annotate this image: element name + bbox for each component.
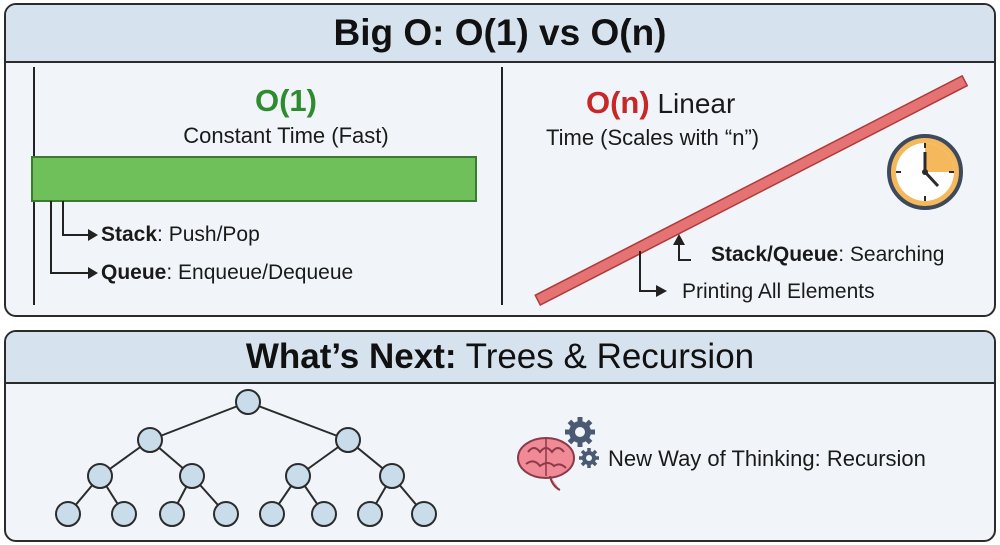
o1-item-queue-bold: Queue: [101, 261, 167, 284]
on-item-searching-rest: : Searching: [838, 243, 945, 266]
on-heading-wrap: O(n) Linear: [586, 85, 735, 121]
linear-time-line: [534, 74, 969, 307]
brain-icon: [517, 437, 575, 491]
arrow-head-searching: [673, 234, 685, 245]
whats-next-header: What’s Next: Trees & Recursion: [6, 332, 994, 384]
gear-icon-small: [579, 448, 599, 468]
whats-next-panel: What’s Next: Trees & Recursion: [4, 330, 996, 542]
o1-heading: O(1): [255, 83, 317, 118]
tree-node: [179, 463, 205, 489]
gear-icon: [565, 417, 595, 447]
recursion-label-wrap: New Way of Thinking: Recursion: [608, 446, 926, 472]
on-item-searching-bold: Stack/Queue: [711, 243, 839, 266]
tree-node: [111, 501, 137, 527]
o1-item-queue: Queue: Enqueue/Dequeue: [101, 261, 353, 285]
big-o-panel: Big O: O(1) vs O(n): [4, 3, 996, 317]
tree-node: [87, 463, 113, 489]
tree-node: [137, 427, 163, 453]
whats-next-graphics: [55, 389, 599, 527]
arrow-head-printing: [656, 285, 667, 297]
tree-node: [379, 463, 405, 489]
on-subtitle: Time (Scales with “n”): [546, 125, 760, 150]
tree-node: [285, 463, 311, 489]
tree-node: [213, 501, 239, 527]
o1-item-queue-rest: : Enqueue/Dequeue: [166, 261, 354, 284]
tree-node: [311, 501, 337, 527]
big-o-graphics: [31, 67, 969, 307]
o1-item-stack: Stack: Push/Pop: [101, 223, 260, 247]
on-heading: O(n): [586, 85, 650, 120]
tree-node: [411, 501, 437, 527]
on-item-searching: Stack/Queue: Searching: [711, 243, 944, 267]
o1-connector-lines: [50, 201, 88, 274]
recursion-label: New Way of Thinking: Recursion: [608, 446, 926, 471]
tree-node: [235, 389, 261, 415]
whats-next-title-bold: What’s Next:: [245, 337, 457, 376]
tree-node: [335, 427, 361, 453]
o1-heading-wrap: O(1): [186, 83, 386, 119]
o1-subtitle: Constant Time (Fast): [183, 123, 389, 148]
o1-item-stack-bold: Stack: [101, 223, 158, 246]
on-item-printing-text: Printing All Elements: [682, 280, 875, 303]
whats-next-title: What’s Next: Trees & Recursion: [246, 337, 754, 376]
arrow-head-queue: [88, 267, 98, 279]
on-heading-suffix: Linear: [649, 88, 736, 119]
o1-item-stack-rest: : Push/Pop: [157, 223, 260, 246]
tree-node: [55, 501, 81, 527]
on-subtitle-wrap: Time (Scales with “n”): [546, 125, 759, 151]
tree-node: [357, 501, 383, 527]
clock-icon: [887, 134, 963, 210]
on-item-printing: Printing All Elements: [682, 280, 875, 304]
tree-node: [159, 501, 185, 527]
binary-tree-diagram: [55, 389, 437, 527]
o1-subtitle-wrap: Constant Time (Fast): [106, 123, 466, 149]
on-connector-lines: [639, 242, 691, 292]
arrow-head-stack: [88, 229, 98, 241]
constant-time-bar: [31, 156, 477, 202]
big-o-title: Big O: O(1) vs O(n): [333, 12, 667, 53]
tree-node: [259, 501, 285, 527]
big-o-header: Big O: O(1) vs O(n): [6, 5, 994, 63]
whats-next-title-rest: Trees & Recursion: [456, 337, 755, 376]
